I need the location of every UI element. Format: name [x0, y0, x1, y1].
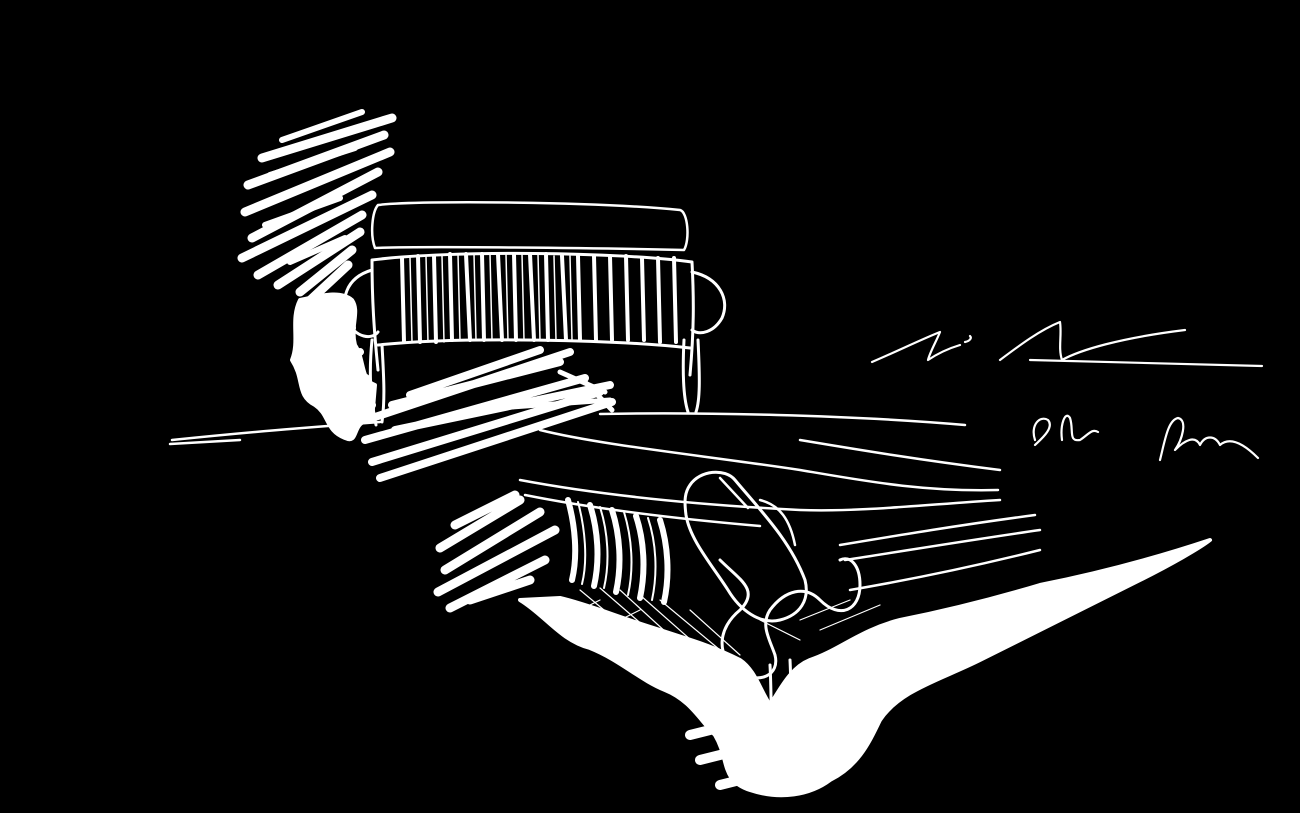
lower-left-scribble [433, 490, 560, 613]
upper-left-scribble [237, 109, 397, 310]
horizon-line [168, 412, 967, 446]
floor-shadow [518, 538, 1212, 798]
left-shadow-mass [290, 292, 377, 442]
back-chair [343, 201, 727, 427]
artist-signature [870, 320, 1264, 462]
center-scribble [361, 346, 616, 482]
front-chair [518, 428, 1042, 762]
